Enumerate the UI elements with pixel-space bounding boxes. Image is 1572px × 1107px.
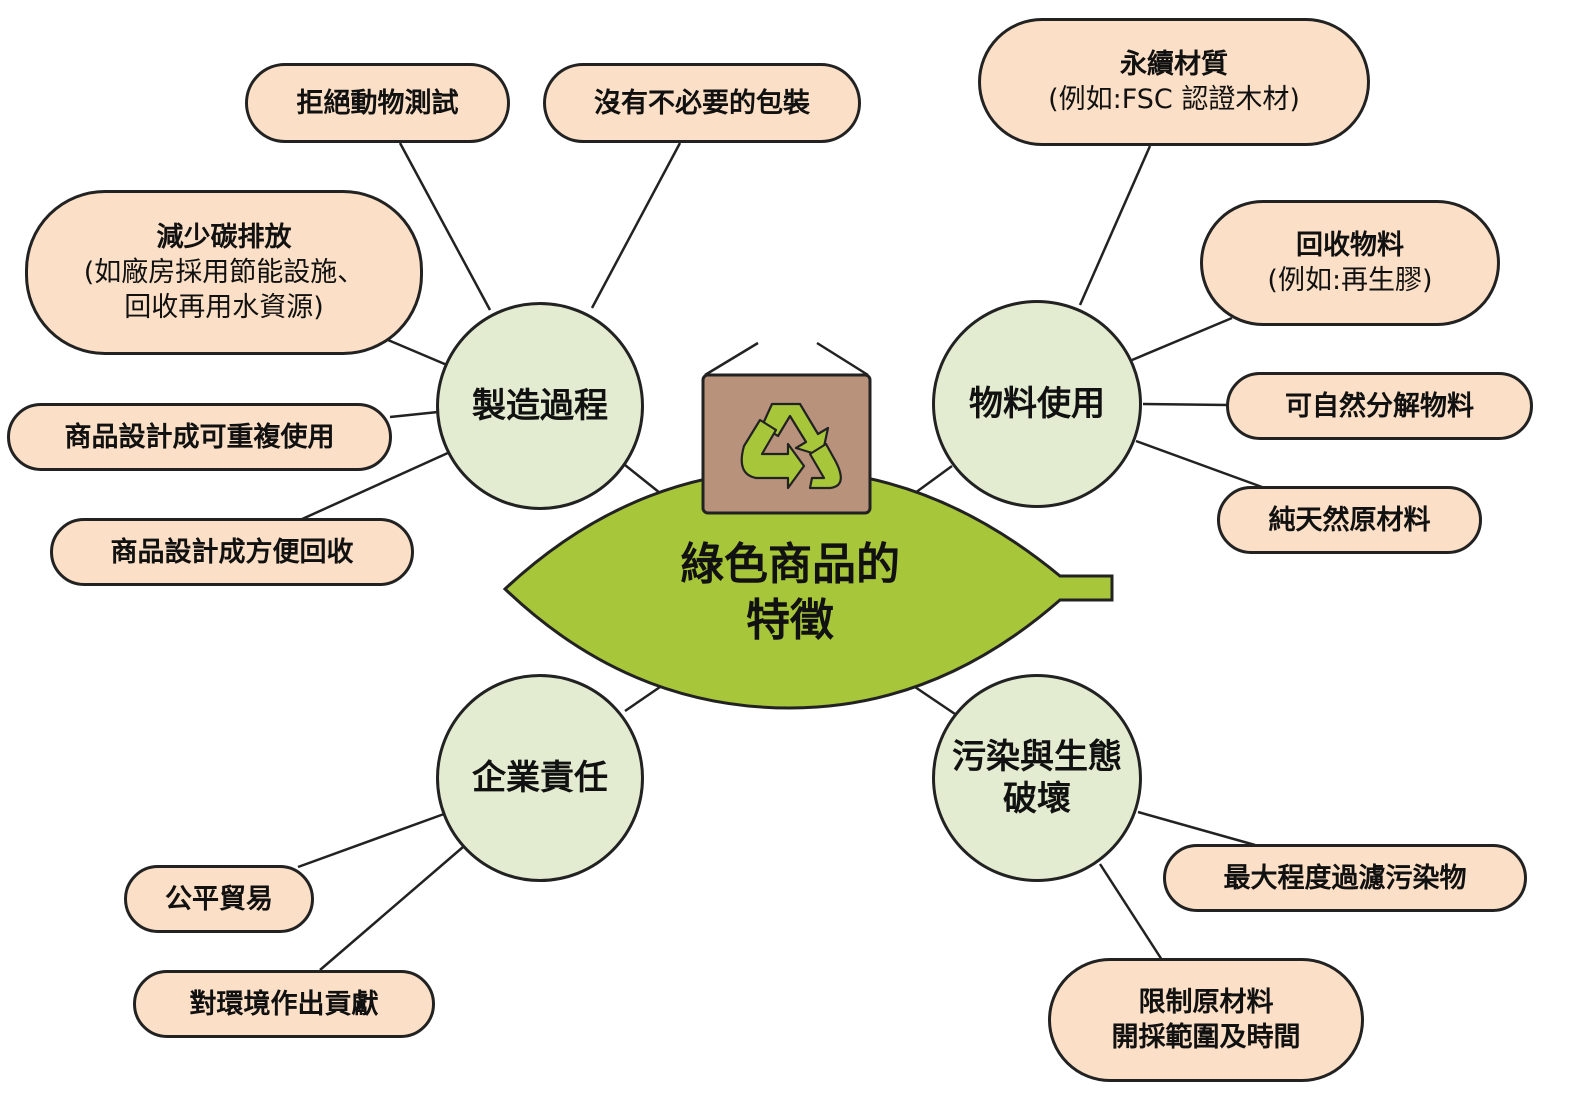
item-reduce-carbon: 減少碳排放 (如廠房採用節能設施、 回收再用水資源)	[25, 190, 423, 355]
item-recyclable-design-label: 商品設計成方便回收	[110, 536, 354, 568]
link-reusable-design	[389, 410, 439, 419]
item-natural-material: 純天然原材料	[1217, 486, 1482, 554]
center-title-line1: 綠色商品的	[680, 539, 900, 590]
item-fair-trade: 公平貿易	[124, 865, 314, 933]
box-flap-left	[704, 341, 759, 377]
item-recycled-material: 回收物料 (例如:再生膠)	[1200, 200, 1500, 326]
item-limit-extraction: 限制原材料 開採範圍及時間	[1048, 958, 1364, 1082]
link-responsibility-center	[624, 685, 661, 713]
item-reduce-carbon-title: 減少碳排放	[156, 222, 292, 253]
item-recycled-material-title: 回收物料	[1296, 230, 1404, 261]
item-environment-contribution-label: 對環境作出貢獻	[189, 988, 379, 1020]
box-shape	[701, 373, 872, 515]
link-recycled	[1131, 316, 1233, 362]
item-biodegradable-label: 可自然分解物料	[1285, 390, 1474, 422]
link-fair-trade	[297, 812, 445, 869]
item-reduce-carbon-sub2: 回收再用水資源)	[124, 292, 324, 323]
item-filter-pollutants: 最大程度過濾污染物	[1163, 844, 1527, 912]
item-no-animal-testing-label: 拒絕動物測試	[296, 87, 459, 119]
item-natural-material-label: 純天然原材料	[1268, 504, 1431, 536]
item-sustainable-material-title: 永續材質	[1120, 49, 1228, 80]
center-title-line2: 特徵	[746, 595, 834, 646]
link-no-animal-testing	[398, 142, 492, 311]
link-biodegradable	[1142, 402, 1229, 407]
item-limit-extraction-line1: 限制原材料	[1138, 987, 1274, 1018]
hub-pollution-label-line2: 破壞	[1003, 779, 1071, 819]
item-reusable-design: 商品設計成可重複使用	[7, 403, 392, 471]
item-sustainable-material-sub: (例如:FSC 認證木材)	[1048, 84, 1300, 115]
hub-responsibility-label: 企業責任	[472, 758, 608, 798]
item-limit-extraction-line2: 開採範圍及時間	[1111, 1022, 1301, 1053]
item-no-animal-testing: 拒絕動物測試	[245, 63, 510, 143]
item-reduce-carbon-sub1: (如廠房採用節能設施、	[83, 257, 365, 288]
item-no-packaging-label: 沒有不必要的包裝	[594, 87, 810, 119]
recycle-icon	[740, 402, 842, 490]
hub-materials: 物料使用	[932, 300, 1142, 508]
link-sustainable	[1078, 145, 1152, 306]
link-natural	[1135, 439, 1263, 489]
item-fair-trade-label: 公平貿易	[165, 883, 273, 915]
item-biodegradable: 可自然分解物料	[1226, 372, 1533, 440]
link-limit	[1098, 863, 1164, 961]
link-environment	[319, 846, 464, 971]
hub-manufacturing: 製造過程	[436, 302, 644, 510]
item-recycled-material-sub: (例如:再生膠)	[1267, 265, 1433, 296]
hub-materials-label: 物料使用	[969, 384, 1105, 424]
link-reduce-carbon	[387, 338, 448, 367]
hub-pollution: 污染與生態 破壞	[932, 674, 1142, 882]
item-sustainable-material: 永續材質 (例如:FSC 認證木材)	[978, 18, 1370, 146]
link-manufacturing-center	[624, 464, 661, 494]
item-reusable-design-label: 商品設計成可重複使用	[64, 421, 335, 453]
hub-pollution-label-line1: 污染與生態	[952, 737, 1122, 777]
link-recyclable-design	[299, 450, 451, 522]
box-flap-right	[816, 341, 869, 377]
link-filter	[1137, 810, 1256, 847]
center-title: 綠色商品的 特徵	[640, 537, 940, 649]
hub-manufacturing-label: 製造過程	[472, 386, 608, 426]
hub-responsibility: 企業責任	[436, 674, 644, 882]
item-no-packaging: 沒有不必要的包裝	[543, 63, 861, 143]
link-no-packaging	[590, 142, 682, 309]
link-materials-center	[914, 464, 953, 495]
item-filter-pollutants-label: 最大程度過濾污染物	[1223, 862, 1467, 894]
item-recyclable-design: 商品設計成方便回收	[50, 518, 414, 586]
item-environment-contribution: 對環境作出貢獻	[133, 970, 435, 1038]
link-pollution-center	[914, 685, 956, 716]
